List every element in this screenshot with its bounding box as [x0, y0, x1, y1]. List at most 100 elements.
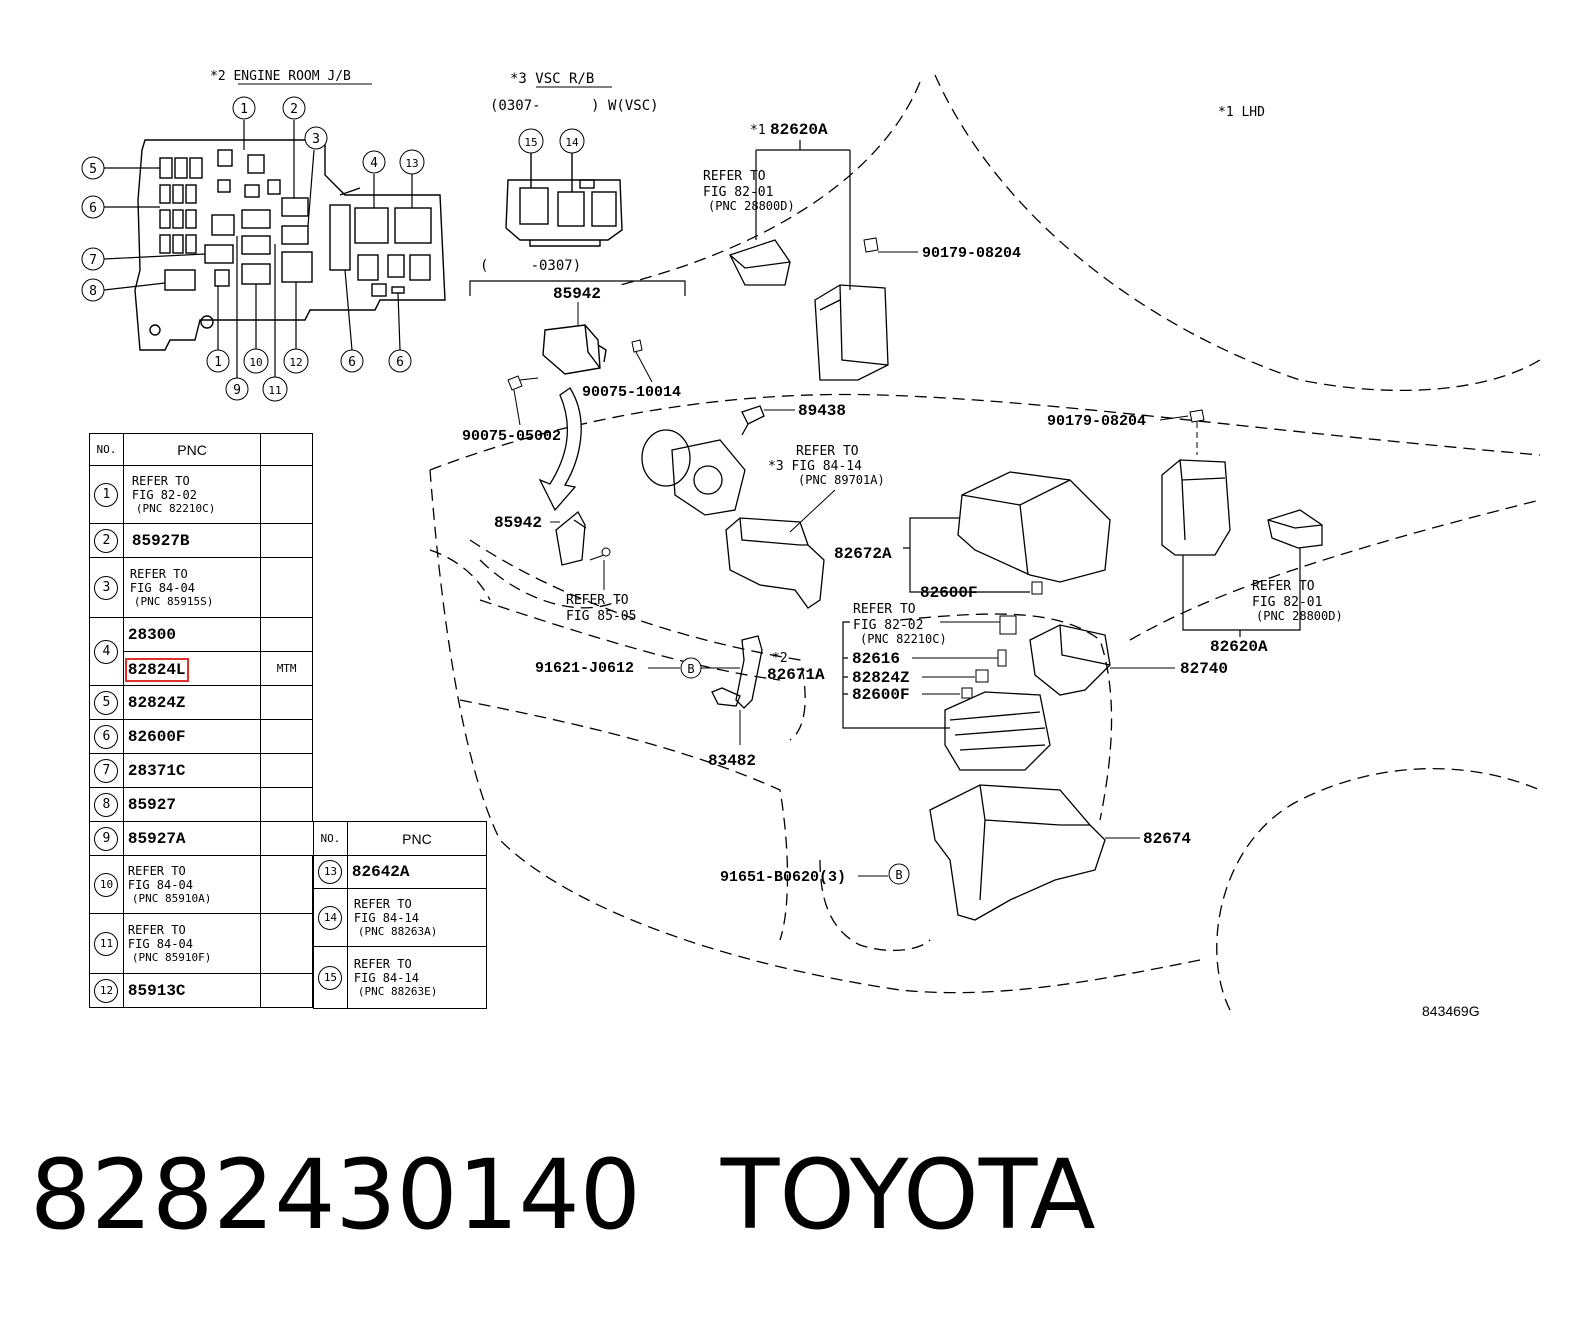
bolt-b-icon-2: B	[888, 863, 910, 885]
relay-82210C	[999, 615, 1017, 635]
row-text-line: (PNC 85910A)	[131, 891, 212, 905]
row-text-line: REFER TO	[353, 896, 412, 911]
svg-text:15: 15	[524, 136, 537, 149]
row-text-line: REFER TO	[127, 922, 186, 937]
table-row: 15 REFER TO FIG 84-14 (PNC 88263E)	[313, 946, 488, 1009]
row-number-badge: 9	[94, 826, 119, 851]
jb-callout-4: 4	[362, 150, 386, 174]
row-text-line: (PNC 88263E)	[357, 984, 438, 998]
svg-text:8: 8	[89, 284, 97, 299]
jb-callout-8: 8	[81, 278, 105, 302]
vehicle-body-outline	[429, 74, 1541, 1011]
col-header-pnc: PNC	[346, 821, 488, 856]
fuse-82600F-top	[1031, 581, 1043, 595]
refer-82-01-top-line1: REFER TO	[703, 169, 766, 184]
fuse-82600F	[961, 687, 973, 699]
table-row: 12 85913C	[89, 973, 313, 1008]
row-text-line: FIG 84-14	[353, 910, 419, 925]
connector-28800D	[729, 239, 791, 286]
row-pnc: 85927B	[122, 523, 262, 558]
relay-85942	[542, 324, 607, 375]
table-row: 11 REFER TO FIG 84-04 (PNC 85910F)	[89, 913, 313, 974]
row-text-line: FIG 84-14	[353, 970, 419, 985]
table-row: 5 82824Z	[89, 685, 313, 720]
row-text-line: (PNC 82210C)	[135, 501, 216, 515]
jb-leader-lines	[103, 120, 413, 378]
row-number-badge: 3	[94, 575, 119, 600]
svg-text:1: 1	[214, 355, 222, 370]
row-number-badge: 10	[94, 872, 119, 897]
row-number-badge: 1	[94, 482, 119, 507]
row-text-line: FIG 84-04	[127, 877, 193, 892]
row-text-line: (PNC 85910F)	[131, 950, 212, 964]
table-row: 4 28300	[89, 617, 313, 686]
row-pnc: 85927	[122, 787, 262, 822]
refer-82-01-right-line1: REFER TO	[1252, 579, 1315, 594]
svg-text:14: 14	[565, 136, 579, 149]
table-row: 9 85927A	[89, 821, 313, 856]
brand-name: TOYOTA	[720, 1139, 1096, 1251]
label-89438: 89438	[798, 402, 846, 420]
row-number-badge: 14	[318, 905, 343, 930]
row-text-line: FIG 84-04	[127, 936, 193, 951]
col-header-no: NO.	[89, 433, 124, 466]
table-row: 1 REFER TO FIG 82-02 (PNC 82210C)	[89, 465, 313, 524]
label-82620A-right: 82620A	[1210, 638, 1268, 656]
refer-82-02-line1: REFER TO	[853, 602, 916, 617]
row-number-badge: 5	[94, 690, 119, 715]
row-pnc: 28300	[122, 617, 262, 652]
jb-callout-13: 13	[399, 149, 425, 175]
row-text-line: REFER TO	[131, 473, 190, 488]
bolt-90075-10014	[631, 339, 643, 353]
ecu-82620A	[814, 284, 889, 381]
jb-callout-10: 10	[243, 348, 269, 374]
svg-text:1: 1	[240, 102, 248, 117]
fuse-82824Z	[975, 669, 989, 683]
svg-text:6: 6	[89, 201, 97, 216]
label-82671A: 82671A	[767, 666, 825, 684]
nut-90179-top	[863, 237, 879, 253]
jb-callout-12: 12	[283, 348, 309, 374]
jb-callout-1b: 1	[206, 349, 230, 373]
vsc-header: *3 VSC R/B	[510, 71, 594, 87]
refer-84-14-line1: REFER TO	[796, 444, 859, 459]
lhd-note: *1 LHD	[1218, 105, 1265, 120]
fuse-82616	[997, 649, 1007, 667]
jb-callout-3: 3	[304, 126, 328, 150]
label-82824Z: 82824Z	[852, 669, 910, 687]
label-82672A: 82672A	[834, 545, 892, 563]
sensor-89438	[741, 405, 765, 436]
jb-callout-1: 1	[232, 96, 256, 120]
row-number-badge: 7	[94, 758, 119, 783]
label-85942-mid: 85942	[494, 514, 542, 532]
vsc-relay-box	[725, 517, 825, 609]
jb-callout-6b: 6	[340, 349, 364, 373]
row-pnc: 28371C	[122, 753, 262, 788]
svg-text:3: 3	[312, 132, 320, 147]
label-82616: 82616	[852, 650, 900, 668]
connector-28800D-right	[1267, 509, 1323, 549]
svg-text:6: 6	[348, 355, 356, 370]
refer-85-05-line2: FIG 85-05	[566, 609, 636, 624]
jb-callout-7: 7	[81, 247, 105, 271]
highlighted-pnc[interactable]: 82824L	[124, 657, 189, 682]
label-82600F-top: 82600F	[920, 584, 978, 602]
bracket-fuse-group	[842, 621, 950, 729]
vsc-range-2: ( -0307)	[480, 258, 581, 274]
svg-text:B: B	[687, 662, 694, 676]
refer-82-02-line2: FIG 82-02	[853, 618, 923, 633]
label-83482: 83482	[708, 752, 756, 770]
pnc-table-main: NO. PNC 1 REFER TO FIG 82-02 (PNC 82210C…	[89, 433, 313, 1008]
row-text-line: REFER TO	[353, 956, 412, 971]
label-90179-right: 90179-08204	[1047, 413, 1146, 430]
relay-85942-installed	[555, 510, 587, 566]
label-82740: 82740	[1180, 660, 1228, 678]
label-82620A-top-mark: *1	[750, 123, 766, 138]
cover-82672A	[957, 471, 1111, 583]
refer-84-14-line2: *3 FIG 84-14	[768, 459, 862, 474]
bracket-82672A	[903, 517, 1030, 593]
svg-text:6: 6	[396, 355, 404, 370]
jb-callout-11: 11	[262, 376, 288, 402]
row-pnc: 85927A	[122, 821, 262, 856]
svg-text:10: 10	[249, 356, 262, 369]
